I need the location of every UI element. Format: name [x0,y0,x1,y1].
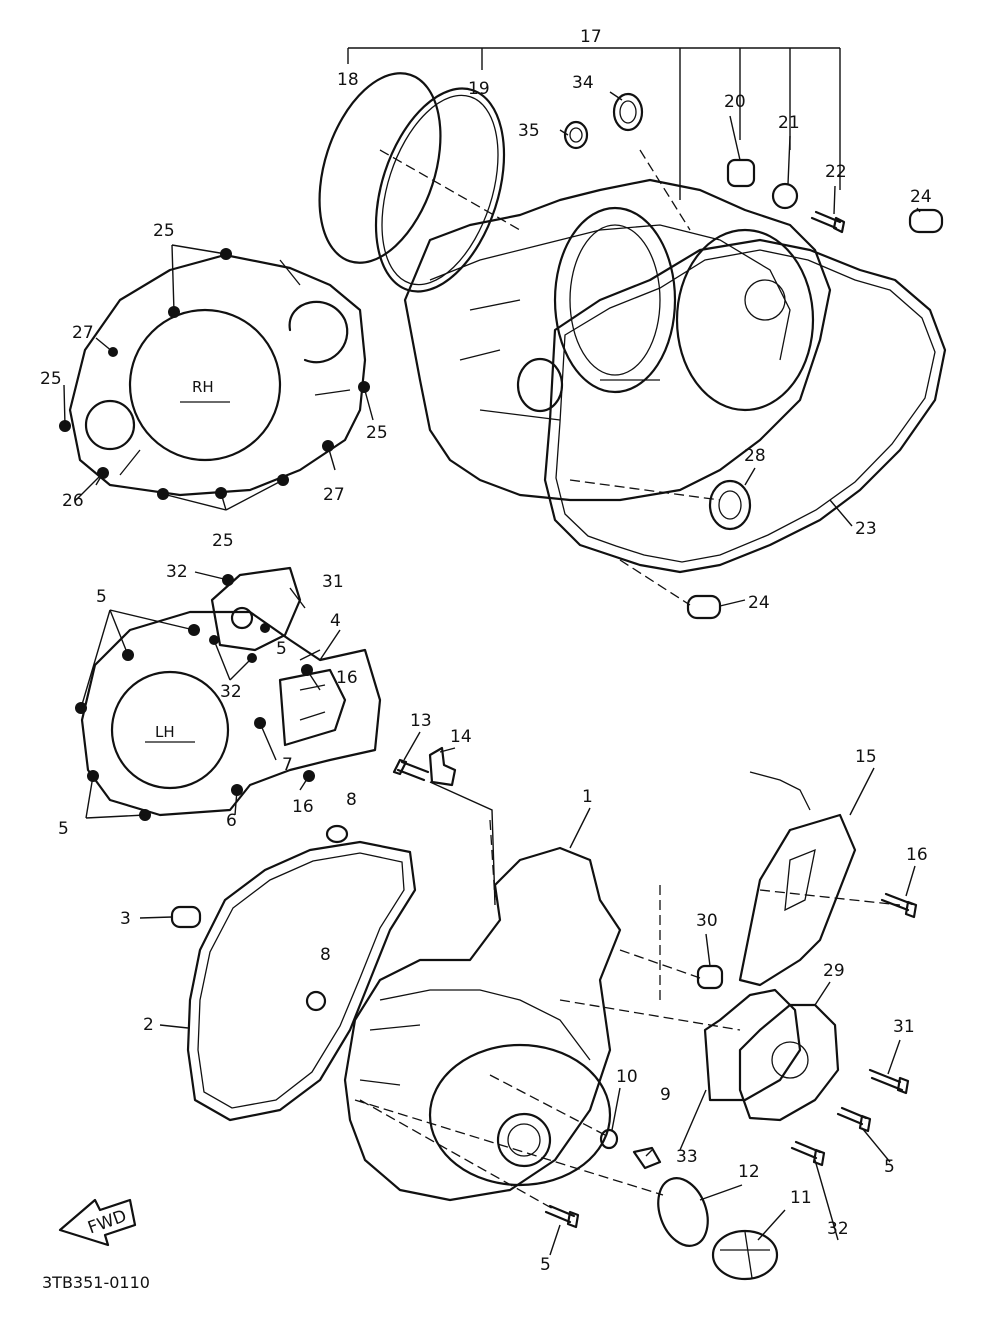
callout-25-b: 25 [40,369,62,389]
part-22-bolt [810,210,846,234]
part-33-gasket [703,988,802,1102]
rh-label: RH [192,378,214,396]
part-29-water-pump-cover [738,1003,840,1122]
part-24-dowel-pin-lower [686,594,722,620]
callout-5-a: 5 [96,587,107,607]
lh-label: LH [155,723,175,741]
callout-23: 23 [855,519,877,539]
callout-32-a: 32 [166,562,188,582]
part-34-oil-seal [612,92,644,132]
callout-25-a: 25 [153,221,175,241]
callout-28: 28 [744,446,766,466]
callout-11: 11 [790,1188,812,1208]
part-8-o-ring-lower [305,990,327,1012]
callout-35: 35 [518,121,540,141]
part-24-dowel-pin [908,208,944,234]
part-30-collar [696,964,724,990]
callout-27-b: 27 [323,485,345,505]
callout-33: 33 [676,1147,698,1167]
part-12-o-ring [657,1177,709,1247]
part-21-washer [771,182,799,210]
part-23-gasket [543,238,947,574]
callout-16-c: 16 [906,845,928,865]
callout-5-d: 5 [884,1157,895,1177]
callout-8-a: 8 [346,790,357,810]
callout-2: 2 [143,1015,154,1035]
lh-cover-outline [80,610,382,817]
callout-21: 21 [778,113,800,133]
part-10-o-ring [599,1128,619,1150]
callout-16-a: 16 [336,668,358,688]
callout-17: 17 [580,27,602,47]
part-13-bolt [392,758,430,782]
callout-numbers: 1 2 3 4 5 5 5 5 5 6 7 8 8 9 10 11 12 13 … [40,27,932,1275]
part-32-bolt [790,1140,826,1167]
callout-16-b: 16 [292,797,314,817]
callout-leaders [75,91,921,1256]
callout-6: 6 [226,811,237,831]
callout-3: 3 [120,909,131,929]
right-crankcase-cover-assembly [318,47,947,620]
callout-4: 4 [330,611,341,631]
part-8-o-ring [325,824,349,844]
callout-19: 19 [468,79,490,99]
part-code: 3TB351-0110 [42,1273,150,1292]
callout-15: 15 [855,747,877,767]
callout-7: 7 [282,755,293,775]
part-35-oil-seal [563,120,589,150]
part-28-bearing [708,479,752,531]
lh-cover-view [75,566,382,821]
rh-cover-view [59,244,374,511]
callout-30: 30 [696,911,718,931]
callout-24-b: 24 [748,593,770,613]
callout-5-c: 5 [58,819,69,839]
callout-18: 18 [337,70,359,90]
callout-9: 9 [660,1085,671,1105]
part-19-gasket [374,87,506,293]
part-2-gasket [186,840,417,1122]
callout-31-b: 31 [893,1017,915,1037]
callout-26: 26 [62,491,84,511]
callout-10: 10 [616,1067,638,1087]
callout-12: 12 [738,1162,760,1182]
fwd-arrow: FWD [58,1198,137,1247]
part-15-sprocket-cover [738,813,857,987]
callout-14: 14 [450,727,472,747]
callout-34: 34 [572,73,594,93]
callout-20: 20 [724,92,746,112]
callout-25-c: 25 [366,423,388,443]
callout-25-d: 25 [212,531,234,551]
part-18-gasket [318,72,442,264]
right-crankcase-cover [403,178,832,502]
callout-1: 1 [582,787,593,807]
callout-13: 13 [410,711,432,731]
left-crankcase-cover [343,846,622,1202]
callout-8-b: 8 [320,945,331,965]
part-5-bolt-right [836,1106,872,1133]
rh-cover-outline [68,253,367,497]
callout-5-b: 5 [276,639,287,659]
callout-31-a: 31 [322,572,344,592]
callout-27-a: 27 [72,323,94,343]
part-11-plug-cap [711,1229,779,1281]
part-3-dowel-pin [170,905,202,929]
part-20-collar [726,158,756,188]
part-14-clamp [428,746,457,787]
left-crankcase-cover-assembly [170,746,918,1281]
callout-5-e: 5 [540,1255,551,1275]
part-5-bolt-bottom [544,1204,580,1229]
part-31-bolt [868,1068,910,1095]
callout-32-b: 32 [220,682,242,702]
part-9-plug [632,1146,662,1170]
callout-32-c: 32 [827,1219,849,1239]
callout-29: 29 [823,961,845,981]
callout-22: 22 [825,162,847,182]
callout-24-a: 24 [910,187,932,207]
